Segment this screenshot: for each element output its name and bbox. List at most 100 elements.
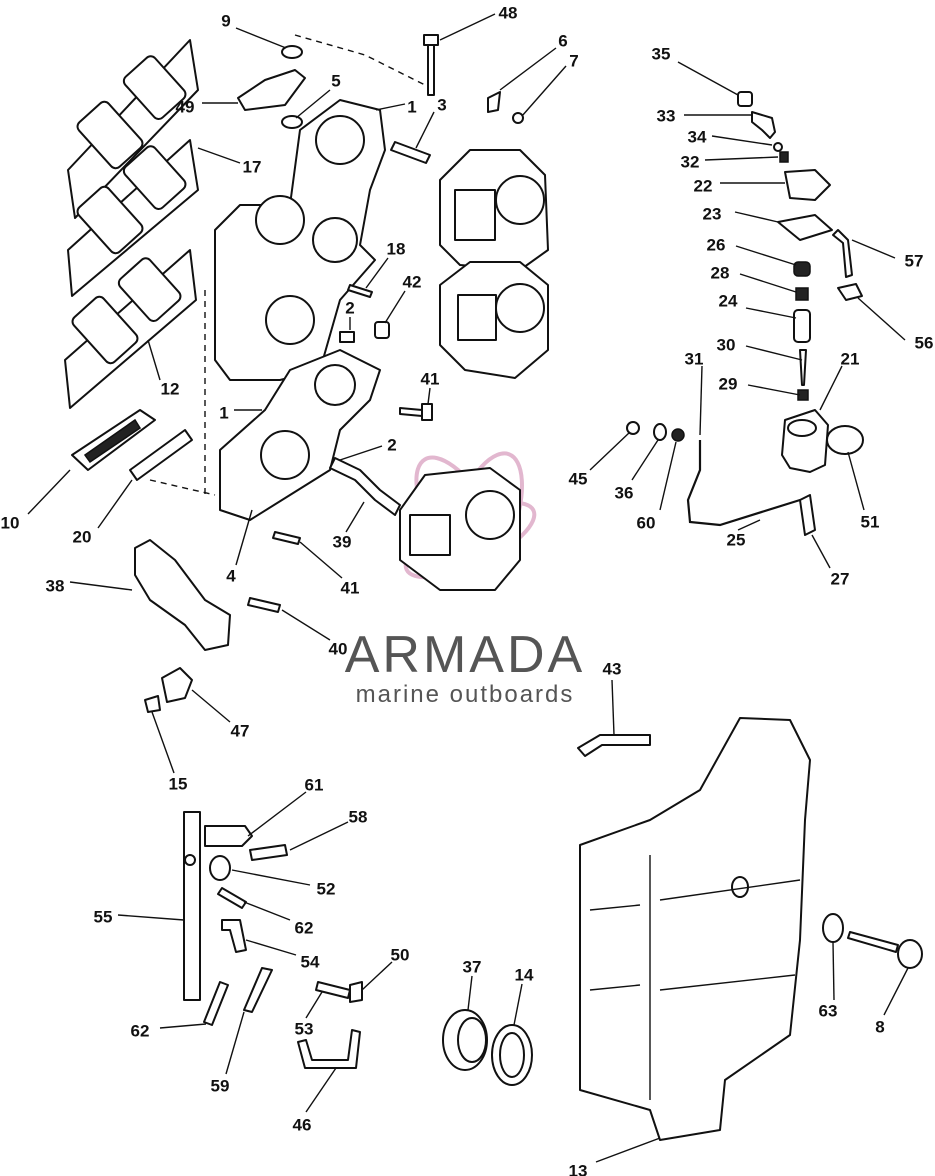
callout-33: 33 — [657, 106, 676, 125]
leader-line-26 — [735, 245, 797, 266]
leader-line-54 — [245, 939, 297, 956]
leader-line-52 — [231, 869, 311, 886]
leader-line-32 — [704, 156, 779, 161]
callout-32: 32 — [681, 152, 700, 171]
hose-39 — [329, 457, 401, 516]
leader-line-23 — [734, 211, 779, 223]
leader-lines — [27, 13, 909, 1163]
callout-35: 35 — [652, 44, 671, 63]
cam-47 — [161, 667, 193, 703]
leader-line-5 — [295, 89, 331, 119]
callout-4: 4 — [226, 566, 236, 585]
elbow-61 — [204, 825, 253, 847]
leader-line-1 — [375, 103, 406, 111]
washer-9 — [281, 45, 303, 59]
callout-47: 47 — [231, 721, 250, 740]
leader-line-10 — [27, 469, 71, 515]
leader-line-57 — [851, 239, 896, 259]
leader-line-59 — [225, 1011, 245, 1075]
callout-7: 7 — [569, 51, 578, 70]
callout-2: 2 — [387, 435, 396, 454]
leader-line-39 — [345, 501, 365, 533]
nut-60 — [671, 428, 685, 442]
callout-62: 62 — [131, 1021, 150, 1040]
callout-34: 34 — [688, 127, 707, 146]
leader-line-30 — [745, 345, 803, 361]
leader-line-43 — [611, 679, 615, 736]
leader-line-47 — [191, 689, 231, 723]
callout-6: 6 — [558, 31, 567, 50]
callout-61: 61 — [305, 775, 324, 794]
leader-line-38 — [69, 581, 133, 591]
callout-41: 41 — [421, 369, 440, 388]
leader-line-36 — [631, 439, 659, 481]
washer-5 — [281, 115, 303, 129]
screw-15 — [144, 695, 161, 713]
housing-13 — [579, 717, 811, 1141]
carburetor-upper — [439, 149, 549, 271]
screw-45 — [626, 421, 640, 435]
throttle-bracket — [237, 69, 306, 111]
callout-41: 41 — [341, 578, 360, 597]
leader-line-18 — [365, 257, 389, 289]
plug-35 — [737, 91, 753, 107]
screw-18 — [347, 284, 373, 298]
callout-36: 36 — [615, 483, 634, 502]
seal-14 — [491, 1024, 533, 1086]
leader-line-29 — [747, 384, 801, 396]
leader-line-25 — [737, 519, 761, 531]
callout-54: 54 — [301, 952, 320, 971]
leader-line-50 — [361, 961, 393, 991]
callout-55: 55 — [94, 907, 113, 926]
leader-line-60 — [659, 441, 677, 511]
callout-24: 24 — [719, 291, 738, 310]
spring-32 — [779, 151, 789, 163]
throttle-link-38 — [134, 539, 231, 651]
wire-25 — [686, 440, 801, 527]
leader-line-58 — [289, 821, 349, 851]
screw-41-upper — [399, 403, 433, 421]
leader-line-41 — [427, 387, 431, 405]
elbow-54 — [221, 919, 247, 953]
callout-14: 14 — [515, 965, 534, 984]
leader-line-13 — [595, 1137, 661, 1163]
hose-43 — [577, 734, 651, 757]
leader-line-63 — [832, 941, 835, 1001]
leader-line-12 — [147, 339, 161, 381]
leader-line-37 — [467, 975, 473, 1011]
screw-2-upper — [339, 331, 355, 343]
callout-37: 37 — [463, 957, 482, 976]
screw-41-lower — [272, 531, 301, 545]
callout-2: 2 — [345, 298, 354, 317]
intake-gasket-middle — [67, 139, 199, 297]
hose-62-lower — [203, 981, 229, 1026]
callout-28: 28 — [711, 263, 730, 282]
leader-line-46 — [305, 1067, 337, 1113]
callout-26: 26 — [707, 235, 726, 254]
plug-42 — [374, 321, 390, 339]
callout-5: 5 — [331, 71, 340, 90]
callout-49: 49 — [176, 97, 195, 116]
hose-46 — [297, 1029, 361, 1069]
callout-10: 10 — [1, 513, 20, 532]
clip-6 — [487, 91, 501, 113]
callout-42: 42 — [403, 272, 422, 291]
leader-line-55 — [117, 914, 185, 921]
callout-30: 30 — [717, 335, 736, 354]
connector-27 — [799, 494, 816, 536]
reed-gasket — [129, 429, 193, 481]
screw-7 — [512, 112, 524, 124]
leader-line-9 — [235, 27, 287, 49]
callout-38: 38 — [46, 576, 65, 595]
callout-45: 45 — [569, 469, 588, 488]
callout-12: 12 — [161, 379, 180, 398]
washer-63 — [822, 913, 844, 943]
fuel-rail-55 — [183, 811, 201, 1001]
callout-17: 17 — [243, 157, 262, 176]
check-valve-26 — [793, 261, 811, 277]
callout-62: 62 — [295, 918, 314, 937]
spring-28 — [795, 287, 809, 301]
callout-63: 63 — [819, 1001, 838, 1020]
